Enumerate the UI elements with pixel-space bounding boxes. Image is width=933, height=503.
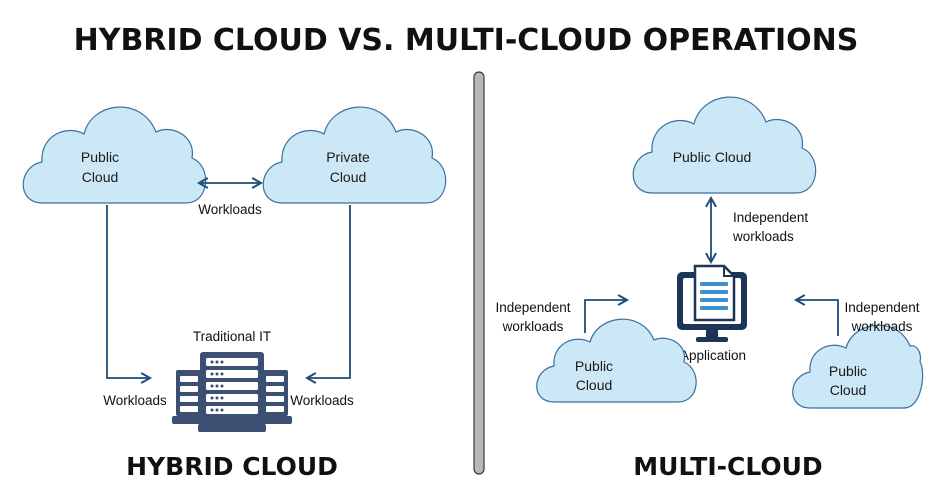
multi-public-cloud-left: Public Cloud bbox=[536, 318, 697, 403]
monitor-document-icon bbox=[677, 264, 747, 342]
hybrid-public-cloud-label-2: Cloud bbox=[82, 169, 119, 185]
left-cloud-arrow bbox=[584, 294, 630, 333]
traditional-it-label: Traditional IT bbox=[193, 329, 271, 344]
independent-top-label-2: workloads bbox=[732, 229, 794, 244]
multi-public-cloud-right-label-2: Cloud bbox=[830, 382, 867, 398]
hybrid-cloud-heading: HYBRID CLOUD bbox=[126, 452, 338, 481]
multi-public-cloud-top: Public Cloud bbox=[632, 96, 817, 194]
independent-right-label-2: workloads bbox=[851, 319, 913, 334]
independent-left-label-1: Independent bbox=[495, 300, 570, 315]
hybrid-workloads-right-label: Workloads bbox=[290, 393, 354, 408]
hybrid-workloads-between-label: Workloads bbox=[198, 202, 262, 217]
cloud-icon bbox=[632, 96, 817, 194]
cloud-icon bbox=[792, 324, 924, 409]
application-label: Application bbox=[680, 348, 746, 363]
section-divider bbox=[473, 71, 485, 475]
private-to-it-arrow bbox=[304, 205, 351, 384]
cloud-icon bbox=[22, 106, 207, 204]
independent-left-label-2: workloads bbox=[502, 319, 564, 334]
server-rack-icon bbox=[172, 352, 292, 432]
multi-public-cloud-left-label-2: Cloud bbox=[576, 377, 613, 393]
multi-public-cloud-right: Public Cloud bbox=[792, 324, 924, 409]
hybrid-workloads-left-label: Workloads bbox=[103, 393, 167, 408]
multi-public-cloud-right-label-1: Public bbox=[829, 363, 867, 379]
right-cloud-arrow bbox=[793, 294, 839, 336]
multi-public-cloud-left-label-1: Public bbox=[575, 358, 613, 374]
hybrid-private-cloud-label-2: Cloud bbox=[330, 169, 367, 185]
cloud-icon bbox=[262, 106, 447, 204]
independent-right-label-1: Independent bbox=[844, 300, 919, 315]
multi-cloud-heading: MULTI-CLOUD bbox=[633, 452, 822, 481]
cloud-icon bbox=[536, 318, 697, 403]
public-to-it-arrow bbox=[106, 205, 153, 384]
hybrid-private-cloud: Private Cloud bbox=[262, 106, 447, 204]
hybrid-public-cloud: Public Cloud bbox=[22, 106, 207, 204]
page-title: HYBRID CLOUD VS. MULTI-CLOUD OPERATIONS bbox=[74, 23, 859, 58]
hybrid-private-cloud-label-1: Private bbox=[326, 149, 370, 165]
independent-top-label-1: Independent bbox=[733, 210, 808, 225]
hybrid-public-cloud-label-1: Public bbox=[81, 149, 119, 165]
multi-public-cloud-top-label: Public Cloud bbox=[673, 149, 752, 165]
